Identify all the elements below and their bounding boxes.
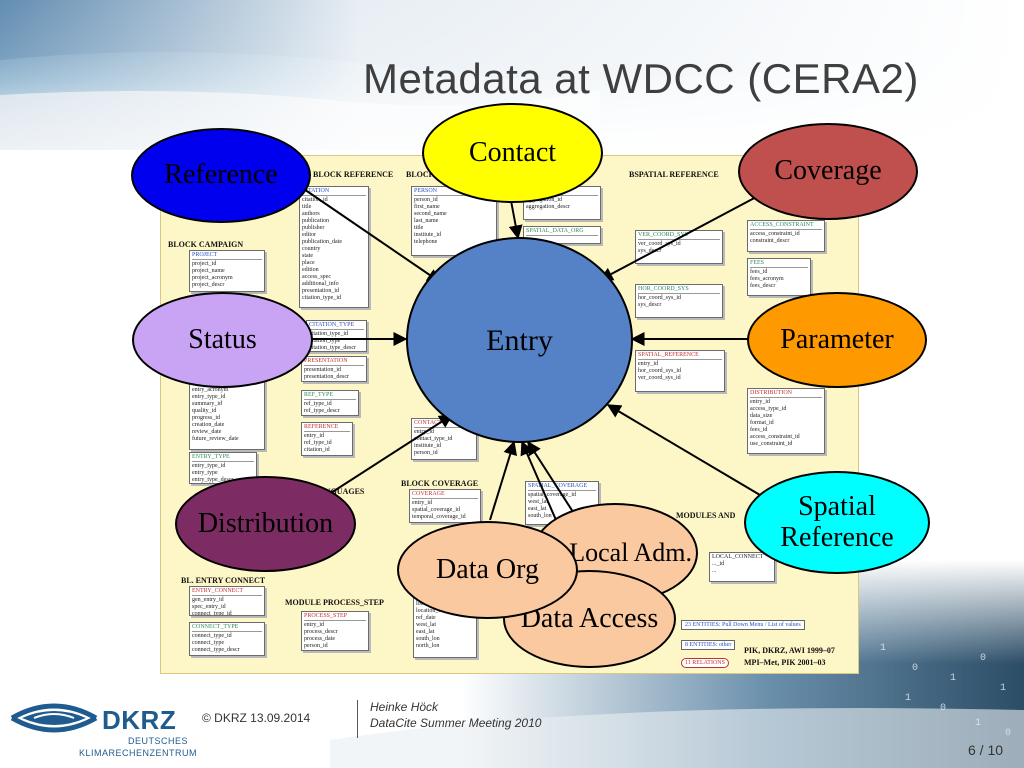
node-entry: Entry	[406, 237, 633, 443]
footer-copyright: © DKRZ 13.09.2014	[202, 711, 311, 725]
page-number: 6 / 10	[968, 742, 1004, 758]
svg-text:1: 1	[1000, 683, 1006, 694]
table-process-step: PROCESS_STEP entry_id process_descr proc…	[301, 611, 369, 651]
footer-meeting: DataCite Summer Meeting 2010	[370, 716, 542, 730]
table-ver-coord-sys: VER_COORD_SYS ver_coord_sys_id sys_descr	[635, 230, 723, 264]
table-connect-type: CONNECT_TYPE connect_type_id connect_typ…	[189, 622, 265, 656]
node-spatial-reference: Spatial Reference	[744, 471, 930, 574]
table-coverage: COVERAGE entry_id spatial_coverage_id te…	[409, 489, 481, 523]
svg-text:0: 0	[912, 663, 918, 674]
footer-divider	[357, 700, 358, 738]
svg-text:0: 0	[980, 653, 986, 664]
node-reference: Reference	[131, 128, 311, 223]
table-presentation: PRESENTATION presentation_id presentatio…	[301, 356, 367, 382]
dkrz-logo-subtitle-1: DEUTSCHES	[128, 736, 189, 746]
svg-text:1: 1	[975, 718, 981, 729]
node-distribution: Distribution	[175, 476, 356, 572]
dkrz-logo-icon	[10, 703, 98, 733]
dkrz-logo-subtitle-2: KLIMARECHENZENTRUM	[79, 748, 198, 758]
svg-text:1: 1	[950, 673, 956, 684]
slide-title: Metadata at WDCC (CERA2)	[363, 55, 919, 102]
table-entry: entry_name entry_acronym entry_type_id s…	[189, 378, 265, 450]
connector-reference-entry	[297, 184, 442, 283]
table-entry-connect: ENTRY_CONNECT gen_entry_id spec_entry_id…	[189, 586, 265, 616]
node-status: Status	[132, 292, 313, 388]
svg-text:1: 1	[905, 693, 911, 704]
node-spatial-reference-line-1: Spatial	[798, 490, 876, 522]
dkrz-logo-text: DKRZ	[102, 705, 177, 735]
footer-author: Heinke Höck	[370, 700, 439, 714]
legend-entities: 23 ENTITIES: Pull Down Menu / List of va…	[681, 620, 805, 630]
table-distribution: DISTRIBUTION entry_id access_type_id dat…	[747, 388, 825, 454]
table-citation: CITATION citation_id title authors publi…	[299, 186, 369, 308]
block-reference-label: BLOCK REFERENCE	[313, 170, 394, 179]
table-fees: FEES fees_id fees_acronym fees_descr	[747, 258, 811, 296]
svg-text:0: 0	[1005, 728, 1011, 739]
table-access-constraint: ACCESS_CONSTRAINT access_constraint_id c…	[747, 220, 825, 252]
svg-text:0: 0	[940, 703, 946, 714]
modules-label: MODULES AND	[676, 511, 736, 520]
table-ref-type: REF_TYPE ref_type_id ref_type_descr	[301, 390, 359, 416]
block-campaign-label: BLOCK CAMPAIGN	[168, 240, 244, 249]
table-hor-coord-sys: HOR_COORD_SYS hor_coord_sys_id sys_descr	[635, 284, 723, 318]
table-citation-type: CITATION_TYPE citation_type_id citation_…	[306, 320, 367, 352]
connector-data-org-entry	[489, 440, 517, 521]
node-coverage: Coverage	[738, 123, 918, 220]
table-reference: REFERENCE entry_id ref_type_id citation_…	[301, 422, 353, 456]
connector-coverage-entry	[598, 194, 761, 281]
node-data-org: Data Org	[397, 521, 578, 619]
node-spatial-reference-line-2: Reference	[780, 521, 894, 553]
table-entry-type: ENTRY_TYPE entry_type_id entry_type entr…	[189, 452, 257, 484]
node-contact: Contact	[422, 103, 603, 203]
connector-local-adm-entry	[527, 440, 576, 516]
connector-distribution-entry	[319, 414, 454, 501]
node-parameter: Parameter	[747, 292, 927, 388]
block-entry-connect-label: BL. ENTRY CONNECT	[181, 576, 266, 585]
module-process-step-label: MODULE PROCESS_STEP	[285, 598, 384, 607]
svg-text:1: 1	[880, 643, 886, 654]
table-project: PROJECT project_id project_name project_…	[189, 250, 265, 292]
legend-other-entities: 8 ENTITIES: other	[681, 640, 736, 650]
table-local-connect: LOCAL_CONNECT ..._id ...	[709, 552, 775, 582]
block-coverage-label: BLOCK COVERAGE	[401, 479, 479, 488]
block-spatial-reference-label: BSPATIAL REFERENCE	[629, 170, 719, 179]
table-spatial-reference: SPATIAL_REFERENCE entry_id hor_coord_sys…	[635, 350, 725, 392]
connector-spatial-reference-entry	[606, 404, 761, 496]
credit-line-1: PIK, DKRZ, AWI 1999–07	[744, 646, 835, 655]
legend-relations: 11 RELATIONS	[681, 658, 729, 668]
credit-line-2: MPI–Met, PIK 2001–03	[744, 658, 826, 667]
